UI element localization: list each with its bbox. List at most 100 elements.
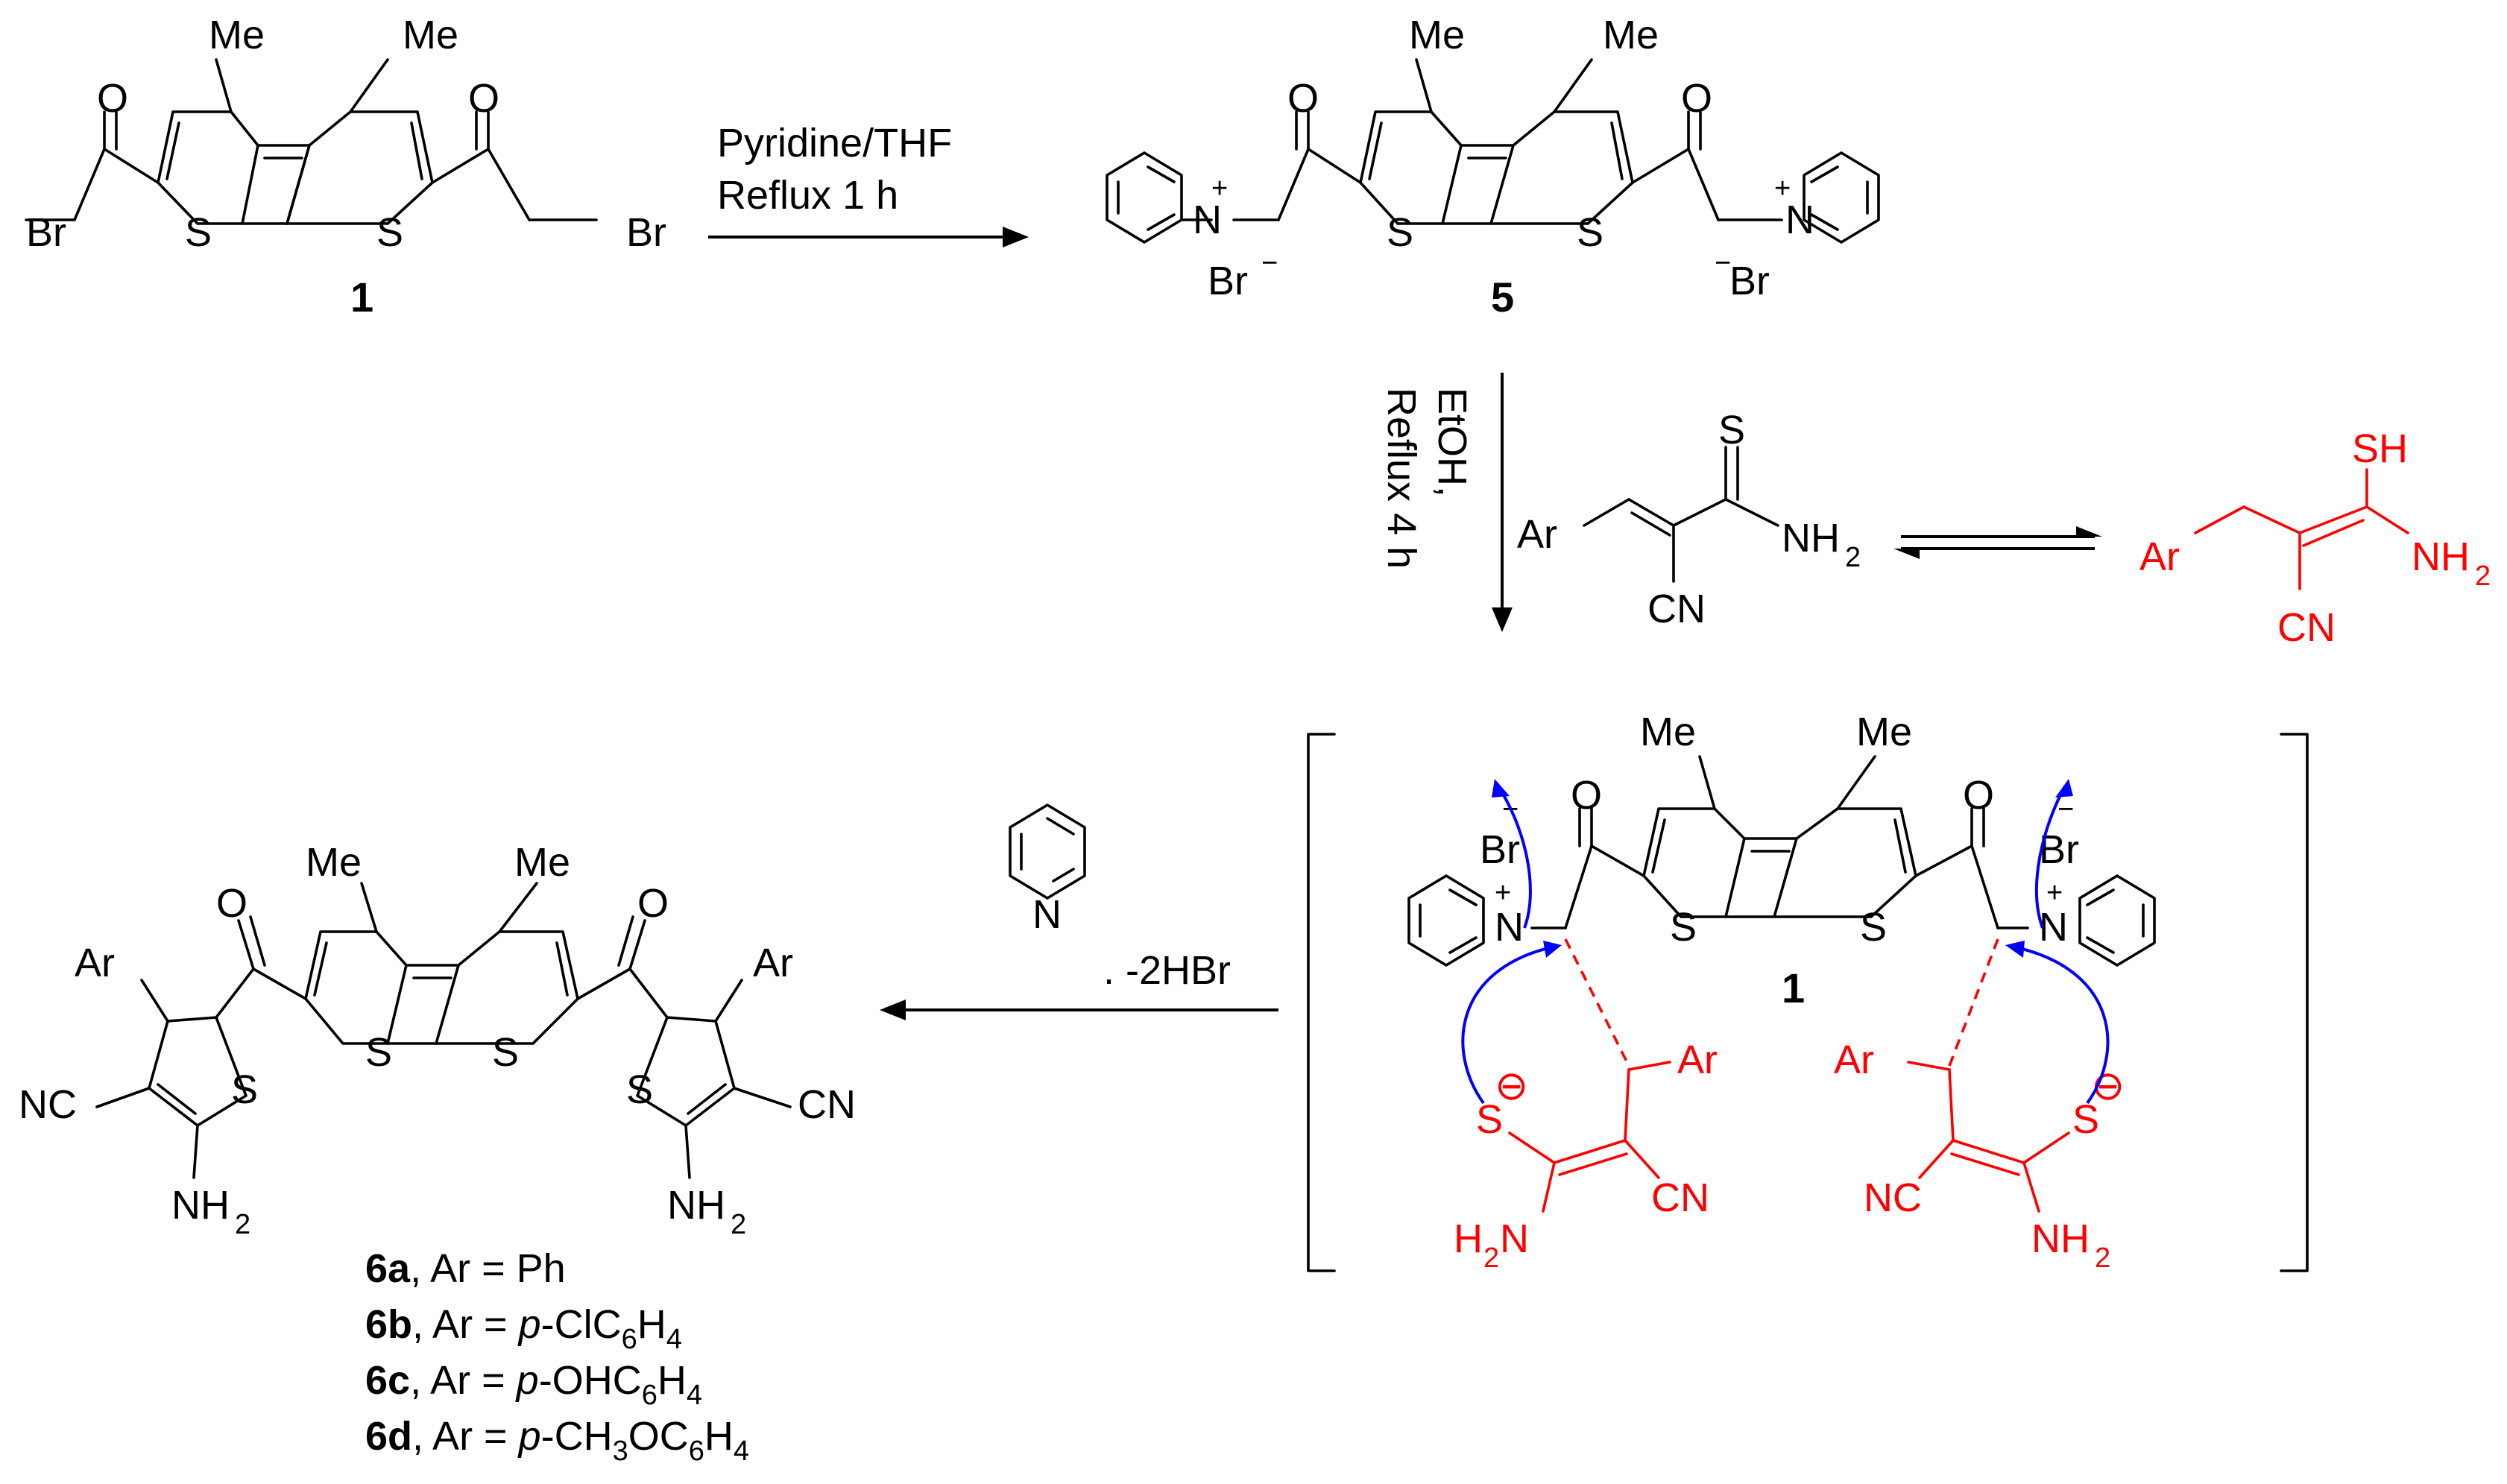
- product-6c-suffix: -OHC: [539, 1358, 642, 1403]
- intermediate-sulfur-left: S: [1670, 905, 1697, 950]
- tautomer-sh: SH: [2352, 426, 2408, 471]
- compound-5-methyl-left: Me: [1409, 13, 1465, 57]
- compound-5-plus-right: +: [1774, 173, 1791, 204]
- compound-5-minus-left: −: [1261, 247, 1278, 279]
- product-6a-desc: , Ar = Ph: [410, 1246, 566, 1291]
- compound-5-carbonyl-o-right: O: [1681, 76, 1712, 121]
- reaction-arrowhead-step3: [880, 1000, 906, 1020]
- pyridine-reagent-n: N: [1032, 892, 1062, 937]
- intermediate-h2n-left-h: H: [1454, 1216, 1483, 1261]
- reagent-step1-line2: Reflux 1 h: [717, 173, 898, 218]
- product-6-sulfur-core-left: S: [365, 1030, 392, 1075]
- compound-5-carbonyl-o-left: O: [1287, 76, 1319, 121]
- compound-5-bromide-left: Br: [1208, 259, 1248, 303]
- product-6b-italic: p: [517, 1302, 541, 1347]
- product-6c-prefix: , Ar =: [410, 1358, 517, 1403]
- product-6-ar-left: Ar: [75, 941, 115, 985]
- product-6a-code: 6a: [365, 1246, 411, 1291]
- product-6d-sub0: 3: [613, 1436, 628, 1467]
- pyridine-reagent-structure: [1009, 803, 1086, 900]
- product-6-nh2-right: NH: [667, 1183, 725, 1228]
- compound-1-structure: [25, 58, 598, 225]
- thioamide-nh: NH: [1782, 516, 1840, 561]
- product-6-nh2-right-sub: 2: [731, 1209, 746, 1240]
- thioamide-cn: CN: [1647, 587, 1706, 631]
- product-legend-6c: 6c, Ar = p-OHC6H4: [365, 1358, 702, 1411]
- product-6-nh2-left: NH: [171, 1183, 230, 1228]
- intermediate-plus-left: +: [1495, 877, 1511, 909]
- product-6-ar-right: Ar: [753, 941, 793, 985]
- thioamide-structure: [1583, 446, 1779, 583]
- compound-5-bromide-right: Br: [1729, 259, 1770, 303]
- product-6c-sub1: 6: [642, 1380, 658, 1411]
- product-6-carbonyl-o-left: O: [216, 881, 247, 926]
- intermediate-plus-right: +: [2046, 877, 2063, 909]
- product-6b-code: 6b: [365, 1302, 412, 1347]
- tautomer-nh: NH: [2412, 534, 2470, 579]
- intermediate-carbonyl-o-left: O: [1571, 773, 1602, 818]
- product-6b-suffix: -ClC: [541, 1302, 622, 1347]
- product-6d-sub2: 4: [734, 1436, 749, 1467]
- intermediate-methyl-left: Me: [1640, 710, 1696, 754]
- intermediate-h2n-left-n: N: [1500, 1216, 1529, 1261]
- intermediate-nh2-right: NH: [2031, 1216, 2090, 1261]
- product-6-nh2-left-sub: 2: [235, 1209, 250, 1240]
- intermediate-core-structure: [1407, 755, 2156, 967]
- product-6d-oc: OC: [628, 1414, 689, 1459]
- compound-5-structure: [1106, 58, 1880, 244]
- intermediate-methyl-right: Me: [1856, 710, 1912, 754]
- compound-1-carbonyl-o-right: O: [468, 76, 499, 121]
- compound-1-methyl-right: Me: [403, 13, 458, 57]
- product-6b-mid: H: [637, 1302, 666, 1347]
- compound-5-label: 5: [1491, 274, 1514, 321]
- equilibrium-head-back: [1893, 549, 1920, 559]
- compound-5-plus-left: +: [1211, 173, 1228, 204]
- product-6-structure: [95, 882, 792, 1179]
- intermediate-compound-label: 1: [1782, 964, 1805, 1011]
- thioamide-nh-sub: 2: [1845, 542, 1861, 573]
- compound-5-sulfur-left: S: [1387, 210, 1413, 255]
- product-legend-6a: 6a, Ar = Ph: [365, 1246, 566, 1291]
- reagent-step2-line1: EtOH,: [1430, 388, 1475, 497]
- intermediate-ar-right: Ar: [1834, 1038, 1874, 1082]
- product-6-sulfur-ring-right: S: [626, 1067, 653, 1112]
- product-6d-mid: H: [704, 1414, 734, 1459]
- compound-1-label: 1: [350, 274, 373, 321]
- intermediate-thiolate-charge-left: ⊖: [1495, 1064, 1528, 1108]
- intermediate-nh2-right-sub: 2: [2095, 1243, 2110, 1274]
- product-6b-sub2: 4: [666, 1324, 682, 1355]
- product-6d-prefix: , Ar =: [412, 1414, 519, 1459]
- intermediate-brackets: [1307, 733, 2309, 1272]
- intermediate-red-fragments: [1508, 938, 2070, 1213]
- product-6-sulfur-core-right: S: [492, 1030, 519, 1075]
- intermediate-h2n-left-sub: 2: [1483, 1243, 1499, 1274]
- intermediate-pyridinium-n-left: N: [1495, 905, 1524, 950]
- product-6-cn-right: CN: [798, 1082, 856, 1127]
- reagent-step2-line2: Reflux 4 h: [1379, 388, 1424, 569]
- intermediate-bromide-left: Br: [1480, 827, 1520, 872]
- product-6c-sub2: 4: [687, 1380, 702, 1411]
- tautomer-cn: CN: [2277, 605, 2336, 650]
- intermediate-ar-left: Ar: [1677, 1038, 1718, 1082]
- reagent-step1-line1: Pyridine/THF: [717, 121, 952, 165]
- product-6c-italic: p: [515, 1358, 539, 1403]
- reagent-step3-byproduct: . -2HBr: [1103, 948, 1231, 993]
- product-6-carbonyl-o-right: O: [637, 881, 669, 926]
- product-6d-suffix: -CH: [541, 1414, 613, 1459]
- intermediate-bromide-minus-right: −: [2057, 794, 2074, 825]
- tautomer-nh-sub: 2: [2475, 561, 2491, 592]
- compound-1-sulfur-left: S: [185, 210, 212, 255]
- product-6-nc-left: NC: [19, 1082, 77, 1127]
- product-6-sulfur-ring-left: S: [231, 1067, 258, 1112]
- product-6-methyl-right: Me: [514, 840, 570, 885]
- intermediate-thiolate-s-right: S: [2072, 1097, 2099, 1142]
- product-6-methyl-left: Me: [306, 840, 362, 885]
- compound-1-bromine-left: Br: [26, 210, 66, 255]
- compound-5-pyridinium-n-right: N: [1785, 198, 1814, 242]
- thioamide-ar: Ar: [1517, 512, 1557, 557]
- intermediate-sulfur-right: S: [1860, 905, 1887, 950]
- reaction-arrowhead-step1: [1003, 227, 1029, 247]
- compound-5-pyridinium-n-left: N: [1193, 198, 1222, 242]
- compound-1-sulfur-right: S: [376, 210, 403, 255]
